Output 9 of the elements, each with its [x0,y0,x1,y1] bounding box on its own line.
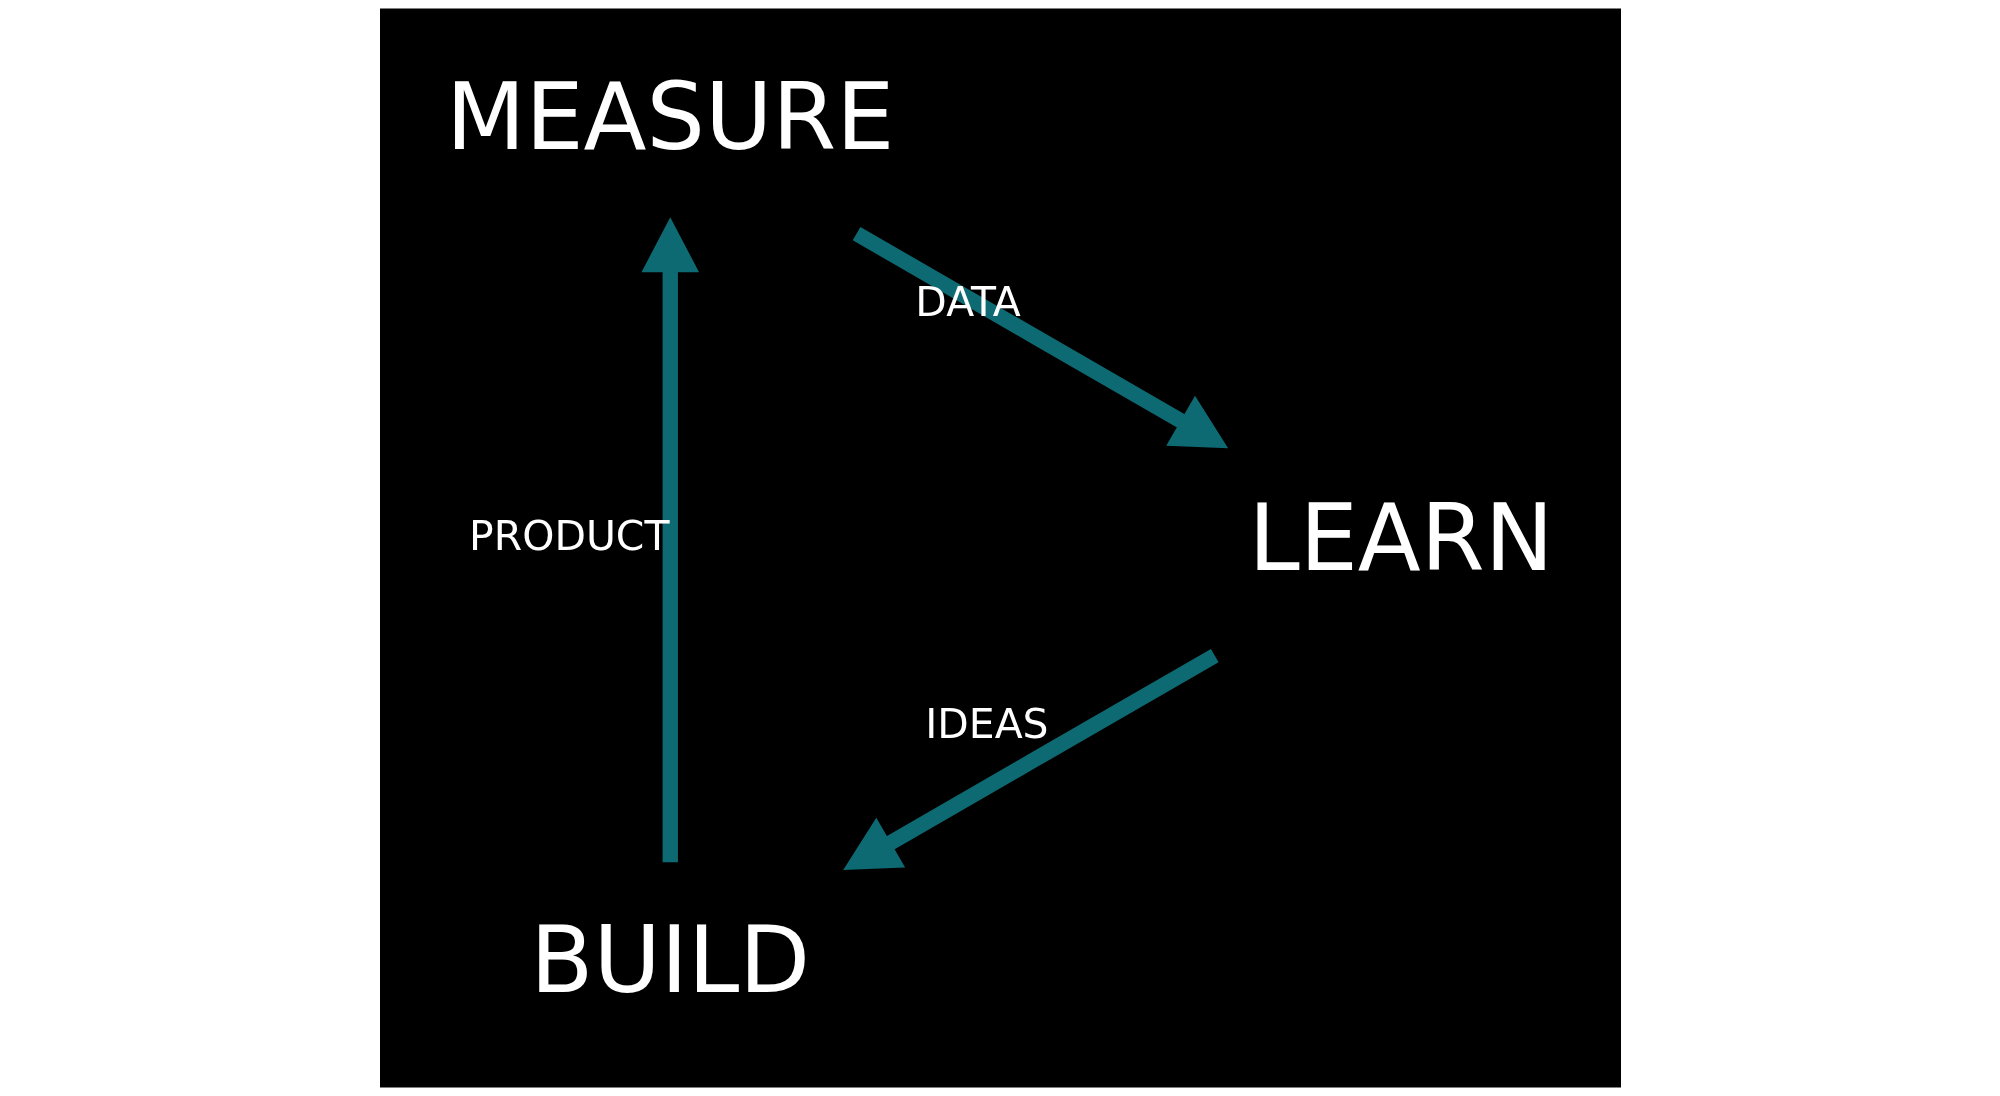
node-text: BUILD [529,907,810,1015]
arrow [842,648,1219,871]
edge-label: PRODUCT [468,512,669,561]
node-text: LEARN [1247,485,1554,593]
edge-label: DATA [914,277,1021,326]
arrow [852,227,1228,449]
node-text: MEASURE [445,63,894,171]
arrow [640,217,699,863]
edge-label: IDEAS [924,699,1049,748]
